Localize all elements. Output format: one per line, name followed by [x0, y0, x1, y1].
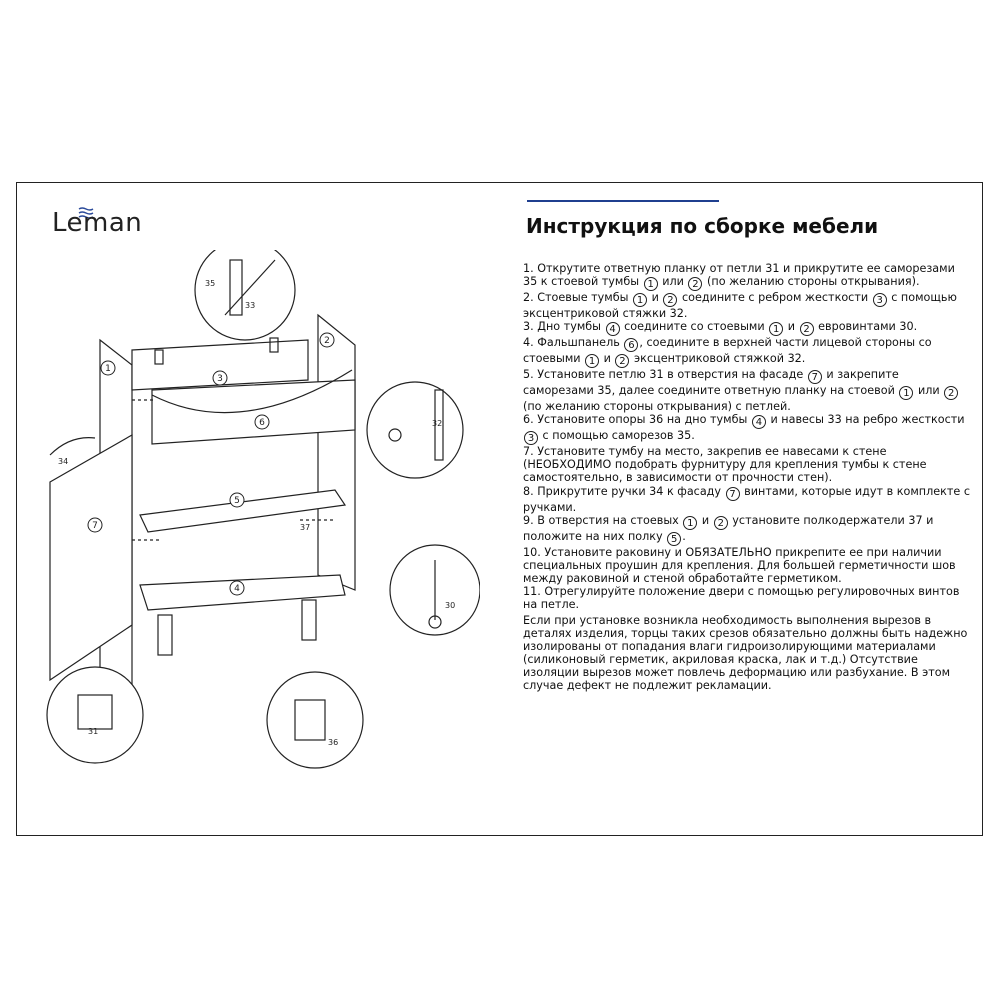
assembly-diagram: 1 2 3 4 5 6 7 30 31 32 33 34 35 36 37: [46, 250, 480, 769]
stiffener-panel-3: [131, 339, 309, 391]
part-number-circle: 2: [663, 293, 678, 308]
hw-label-37: 37: [300, 523, 310, 532]
hw-label-35: 35: [205, 279, 215, 288]
page-frame: [16, 182, 983, 836]
hw-label-36: 36: [328, 738, 338, 747]
hw-label-30: 30: [445, 601, 455, 610]
page-title: Инструкция по сборке мебели: [526, 214, 879, 238]
door-panel-7: [49, 433, 133, 682]
part-label-7: 7: [92, 521, 98, 531]
callout-hanger-detail: [194, 250, 296, 341]
part-number-circle: 1: [899, 386, 914, 401]
part-number-circle: 4: [751, 415, 766, 430]
brand-logo: Leman: [52, 208, 143, 238]
part-label-6: 6: [259, 418, 265, 428]
leg-left: [157, 614, 173, 656]
part-number-circle: 6: [624, 338, 639, 353]
callout-cam-lock-detail: [366, 381, 464, 479]
callout-leg-detail: [266, 671, 364, 769]
leg-right: [301, 599, 317, 641]
part-label-4: 4: [234, 584, 240, 594]
side-panel-2: [317, 313, 356, 591]
assembly-steps: 1. Открутите ответную планку от петли 31…: [523, 262, 971, 611]
part-number-circle: 7: [807, 370, 822, 385]
part-number-circle: 2: [799, 322, 814, 337]
shelf-panel-5: [139, 489, 347, 533]
step-8: 8. Прикрутите ручки 34 к фасаду 7 винтам…: [523, 484, 970, 514]
part-number-circle: 2: [713, 515, 728, 530]
part-label-1: 1: [105, 364, 111, 374]
part-number-circle: 1: [633, 293, 648, 308]
step-9: 9. В отверстия на стоевых 1 и 2 установи…: [523, 513, 934, 546]
part-label-2: 2: [324, 336, 330, 346]
part-number-circle: 1: [769, 322, 784, 337]
part-number-circle: 1: [585, 354, 600, 369]
part-number-circle: 3: [524, 431, 538, 446]
part-number-circle: 4: [605, 322, 620, 337]
part-number-circle: 1: [643, 277, 658, 292]
warning-note: Если при установке возникла необходимост…: [523, 614, 968, 693]
step-3: 3. Дно тумбы 4 соедините со стоевыми 1 и…: [523, 320, 918, 337]
part-number-circle: 3: [872, 293, 887, 308]
part-number-circle: 7: [725, 486, 740, 501]
hw-label-34: 34: [58, 457, 68, 466]
hw-label-32: 32: [432, 419, 442, 428]
callout-hinge-detail: [46, 666, 144, 764]
step-4: 4. Фальшпанель 6, соедините в верхней ча…: [523, 336, 932, 369]
part-number-circle: 1: [683, 515, 698, 530]
part-label-3: 3: [217, 374, 223, 384]
step-2: 2. Стоевые тумбы 1 и 2 соедините с ребро…: [523, 291, 957, 321]
step-7: 7. Установите тумбу на место, закрепив е…: [523, 445, 927, 485]
part-number-circle: 5: [667, 531, 682, 546]
part-number-circle: 2: [688, 277, 703, 292]
part-number-circle: 2: [944, 386, 959, 401]
logo-waves-icon: [78, 207, 94, 219]
step-6: 6. Установите опоры 36 на дно тумбы 4 и …: [523, 413, 965, 446]
step-5: 5. Установите петлю 31 в отверстия на фа…: [523, 368, 971, 413]
part-label-5: 5: [234, 496, 240, 506]
title-accent-line: [527, 200, 719, 202]
step-1: 1. Открутите ответную планку от петли 31…: [523, 262, 955, 292]
hw-label-31: 31: [88, 727, 98, 736]
hw-label-33: 33: [245, 301, 255, 310]
false-panel-6: [151, 379, 356, 445]
step-10: 10. Установите раковину и ОБЯЗАТЕЛЬНО пр…: [523, 545, 956, 585]
step-11: 11. Отрегулируйте положение двери с помо…: [523, 584, 960, 612]
part-number-circle: 2: [615, 354, 630, 369]
